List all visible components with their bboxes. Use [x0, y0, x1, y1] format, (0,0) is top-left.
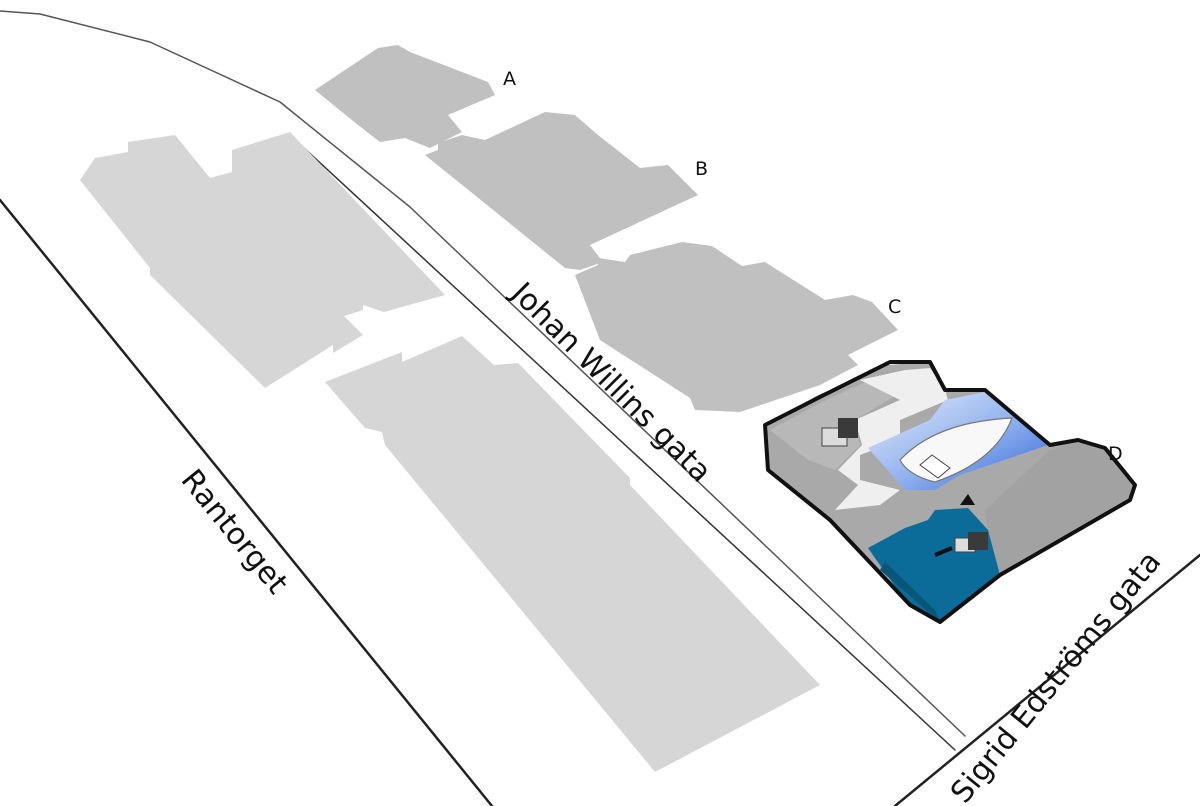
- building-a-label: A: [503, 68, 516, 90]
- building-b: B: [425, 112, 708, 270]
- entrance-arrow-icon: [960, 494, 975, 505]
- building-b-shape: [425, 112, 698, 270]
- building-a-shape: [315, 45, 495, 148]
- building-c-shape: [575, 242, 898, 412]
- road-edge-johan-willins: [289, 134, 956, 751]
- building-d-label: D: [1108, 443, 1123, 465]
- building-d-entrance-floor-edge: [880, 562, 940, 622]
- building-c: C: [575, 242, 901, 412]
- roads: [0, 10, 1200, 806]
- building-d-right-block: [985, 442, 1132, 572]
- building-b-label: B: [695, 158, 708, 180]
- street-label-rantorget: Rantorget: [174, 463, 295, 601]
- building-d-roof-left: [770, 375, 905, 470]
- building-d-stair-right-dark: [968, 532, 988, 550]
- building-left-lower: [325, 336, 820, 772]
- building-a: A: [315, 45, 516, 148]
- building-d-stair-left-dark: [838, 418, 858, 438]
- building-d-atrium-detail: [919, 454, 951, 479]
- building-d: D: [763, 360, 1137, 624]
- building-c-label: C: [888, 296, 901, 318]
- road-edge-rantorget: [0, 198, 494, 806]
- building-left-upper: [80, 132, 445, 388]
- building-d-outline: [763, 360, 1137, 624]
- road-edge-top: [0, 10, 966, 737]
- building-d-marker: [934, 546, 953, 557]
- road-edge-sigrid-edstrom: [893, 553, 1200, 806]
